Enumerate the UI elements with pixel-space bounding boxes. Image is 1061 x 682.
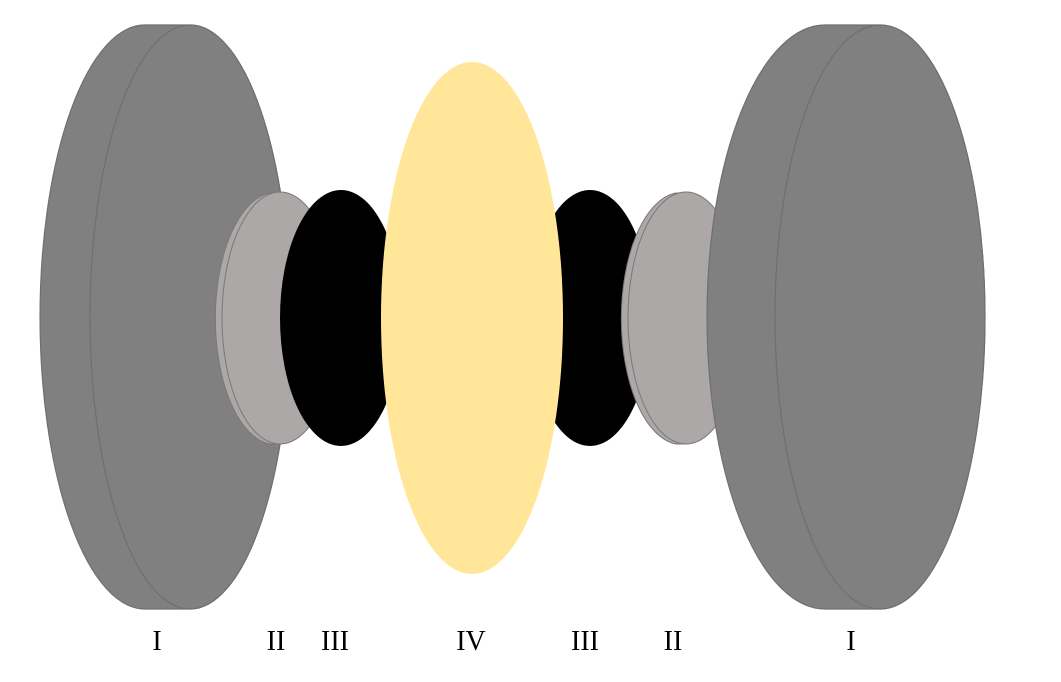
label-left-inner: II bbox=[267, 626, 286, 657]
label-center: IV bbox=[456, 626, 486, 657]
left-black-disc bbox=[280, 190, 402, 446]
right-outer-disc bbox=[706, 24, 986, 610]
right-outer-disc-face bbox=[774, 24, 986, 610]
center-disc bbox=[381, 62, 563, 574]
label-right-inner: II bbox=[664, 626, 683, 657]
label-right-outer: I bbox=[846, 626, 855, 657]
label-left-black: III bbox=[321, 626, 349, 657]
left-outer-disc bbox=[39, 24, 291, 610]
label-right-black: III bbox=[571, 626, 599, 657]
label-left-outer: I bbox=[152, 626, 161, 657]
